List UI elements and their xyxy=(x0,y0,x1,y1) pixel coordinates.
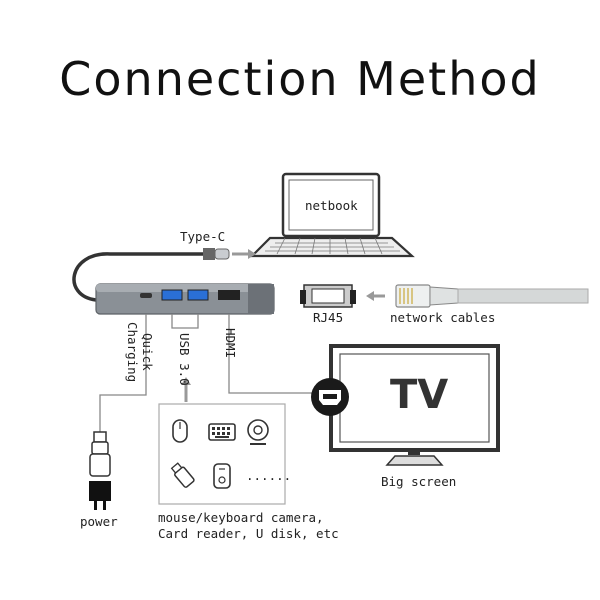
usb3-label: USB 3.0 xyxy=(177,333,192,386)
usb-drive-icon xyxy=(170,462,195,488)
devices-caption: mouse/keyboard camera, Card reader, U di… xyxy=(158,510,339,542)
arrow-to-usb xyxy=(181,377,191,402)
network-cables-label: network cables xyxy=(390,310,496,325)
rj45-label: RJ45 xyxy=(313,310,344,325)
devices-caption-line2: Card reader, U disk, etc xyxy=(158,526,339,541)
devices-box xyxy=(158,403,286,505)
usb-hub-icon xyxy=(95,283,275,315)
type-c-label: Type-C xyxy=(180,229,226,244)
tv-monitor-icon xyxy=(329,344,500,466)
keyboard-icon xyxy=(208,423,236,441)
quick-label: Quick xyxy=(140,333,155,371)
charging-line xyxy=(99,314,147,432)
card-reader-icon xyxy=(213,463,231,489)
laptop-icon xyxy=(249,172,415,258)
big-screen-label: Big screen xyxy=(381,474,457,489)
netbook-label: netbook xyxy=(305,198,358,213)
webcam-icon xyxy=(247,419,269,445)
hub-cable xyxy=(72,252,205,302)
ethernet-jack-icon xyxy=(300,284,356,308)
tv-label: TV xyxy=(390,372,449,418)
devices-caption-line1: mouse/keyboard camera, xyxy=(158,510,324,525)
hdmi-label: HDMI xyxy=(223,328,238,359)
ethernet-plug-icon xyxy=(395,284,589,308)
arrow-to-rj45 xyxy=(366,291,385,301)
type-c-plug-icon xyxy=(203,248,230,260)
power-adapter-icon xyxy=(89,481,111,510)
more-devices-ellipsis: ...... xyxy=(246,468,292,483)
hdmi-line xyxy=(228,314,318,394)
page-title: Connection Method xyxy=(59,52,541,106)
charging-label: Charging xyxy=(125,322,140,383)
power-label: power xyxy=(80,514,118,529)
usb-bracket xyxy=(171,314,199,329)
mouse-icon xyxy=(172,419,188,443)
arrow-to-laptop xyxy=(232,249,256,259)
hdmi-port-icon xyxy=(311,378,349,416)
usb-plug-icon xyxy=(89,431,111,477)
